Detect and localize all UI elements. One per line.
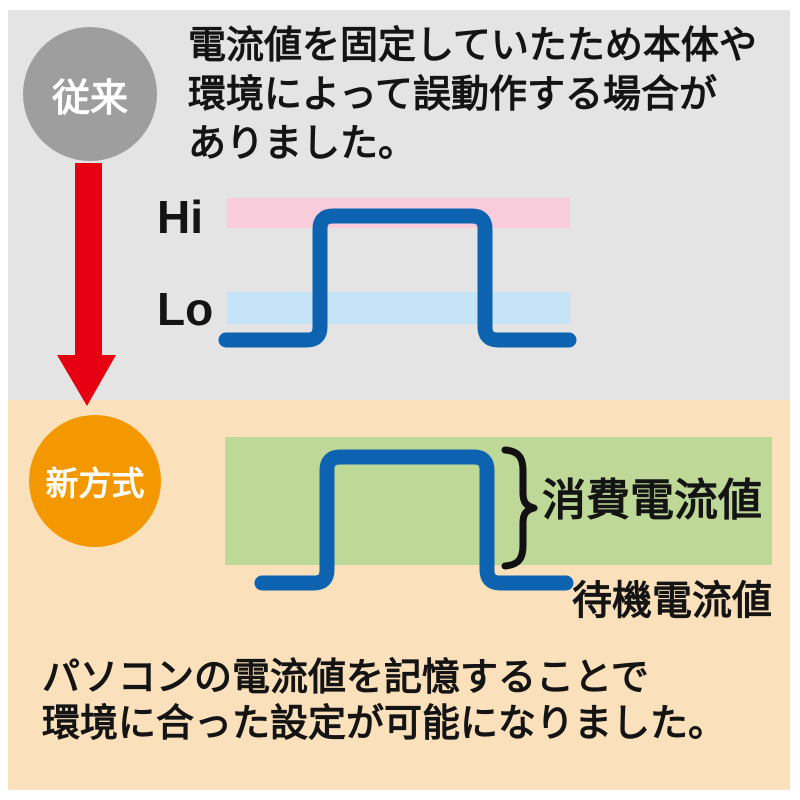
conventional-description-line1: 電流値を固定していたため本体や <box>188 25 757 67</box>
conventional-description-line3: ありました。 <box>188 123 417 165</box>
consumption-current-label: 消費電流値 <box>542 476 762 525</box>
hi-label: Hi <box>157 191 203 243</box>
hi-threshold-band <box>227 198 570 228</box>
new-method-description-line1: パソコンの電流値を記憶することで <box>42 657 649 699</box>
conventional-description-line2: 環境によって誤動作する場合が <box>188 74 717 116</box>
conventional-badge-label: 従来 <box>51 77 128 120</box>
new-method-badge-label: 新方式 <box>45 465 145 502</box>
new-method-badge: 新方式 <box>29 415 161 547</box>
new-method-description-line2: 環境に合った設定が可能になりました。 <box>42 703 727 745</box>
conventional-description: 電流値を固定していたため本体や 環境によって誤動作する場合が ありました。 <box>188 22 778 169</box>
standby-current-label: 待機電流値 <box>572 579 772 623</box>
conventional-badge: 従来 <box>23 27 157 161</box>
new-method-description: パソコンの電流値を記憶することで 環境に合った設定が可能になりました。 <box>42 655 772 747</box>
lo-label: Lo <box>157 283 214 335</box>
lo-threshold-band <box>227 292 570 324</box>
